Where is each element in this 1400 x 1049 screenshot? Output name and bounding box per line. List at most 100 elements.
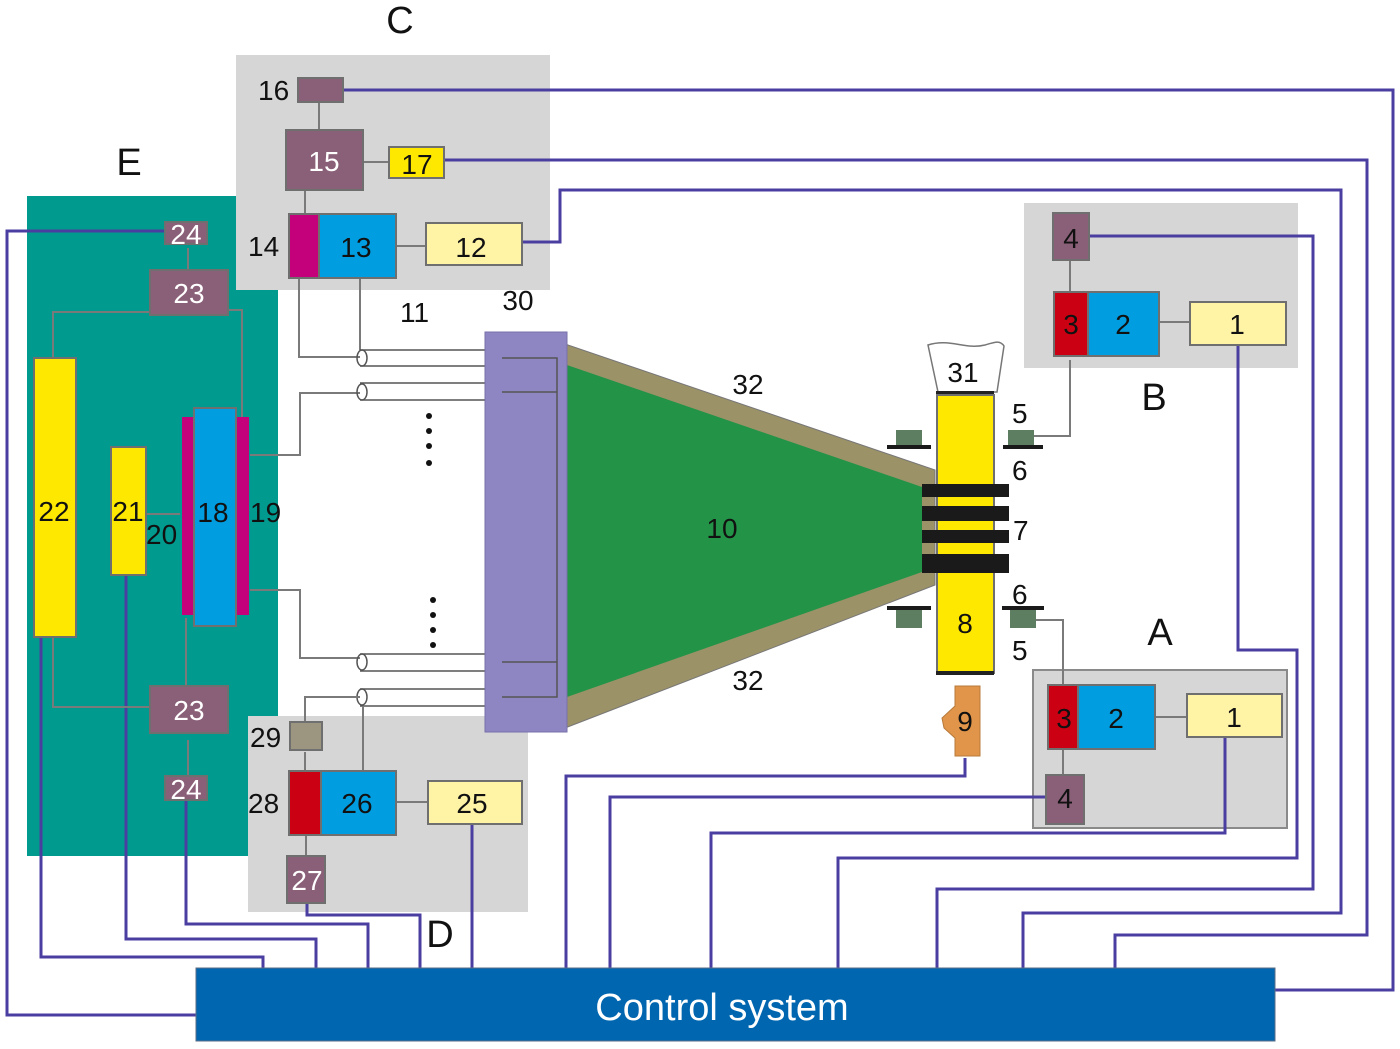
component-7-plate-2: [922, 506, 1009, 521]
label-4-b: 4: [1063, 223, 1079, 254]
label-12: 12: [455, 232, 486, 263]
component-26: [320, 770, 397, 836]
component-15: [285, 129, 364, 191]
wire-b1: [836, 345, 1299, 968]
component-5-sensor-br: [1010, 610, 1036, 628]
ellipsis-dot: [426, 428, 432, 434]
ellipsis-dot: [430, 642, 436, 648]
label-23-bottom: 23: [173, 695, 204, 726]
component-21: [110, 446, 147, 576]
label-3-a: 3: [1056, 703, 1072, 734]
ellipsis-dot: [430, 612, 436, 618]
label-19: 19: [250, 497, 281, 528]
label-8: 8: [957, 608, 973, 639]
component-20-electrode: [182, 417, 194, 615]
wire-a4: [608, 795, 1046, 968]
component-4-b: [1052, 212, 1090, 261]
label-1-b: 1: [1229, 309, 1245, 340]
component-27: [286, 855, 326, 904]
wire-b4: [935, 234, 1315, 968]
component-14: [288, 213, 320, 279]
component-2-b: [1087, 291, 1160, 357]
ellipsis-dot: [426, 460, 432, 466]
component-1-b: [1189, 301, 1287, 346]
component-18: [193, 407, 237, 627]
component-2-a: [1077, 684, 1156, 750]
label-15: 15: [308, 146, 339, 177]
component-8-edge: [936, 671, 994, 675]
component-24-top: [164, 221, 208, 245]
label-25: 25: [456, 788, 487, 819]
section-label-d: D: [426, 914, 453, 956]
ellipsis-dot: [430, 627, 436, 633]
label-5-bottom: 5: [1012, 635, 1028, 666]
component-3-a: [1047, 684, 1079, 750]
component-28: [288, 770, 322, 836]
section-label-b: B: [1141, 377, 1166, 419]
wire-22: [39, 637, 265, 968]
label-16: 16: [258, 75, 289, 106]
label-2-b: 2: [1115, 309, 1131, 340]
component-12: [425, 222, 523, 266]
label-21: 21: [112, 496, 143, 527]
label-14: 14: [248, 231, 279, 262]
component-6-base-bl: [887, 606, 931, 610]
label-4-a: 4: [1057, 783, 1073, 814]
label-28: 28: [248, 788, 279, 819]
component-6-base-tl: [887, 445, 931, 449]
component-30-block: [484, 331, 568, 733]
component-13: [318, 213, 397, 279]
transducer-assembly: 10 32 32 30: [484, 285, 936, 733]
label-26: 26: [341, 788, 372, 819]
section-c: 16 15 17 14 13 12: [248, 75, 523, 358]
label-22: 22: [38, 496, 69, 527]
control-wires: [5, 88, 1395, 1017]
label-23-top: 23: [173, 278, 204, 309]
label-11: 11: [400, 297, 429, 328]
component-23-top: [149, 269, 229, 316]
section-label-e: E: [116, 142, 141, 184]
control-system-box: [195, 967, 1276, 1042]
label-27: 27: [291, 865, 322, 896]
component-24-bottom: [164, 775, 208, 801]
label-32-bottom: 32: [732, 665, 763, 696]
label-20: 20: [146, 519, 177, 550]
component-7-plate-1: [922, 484, 1009, 497]
section-e: 24 23 22 21 20 18 19 23 24: [33, 219, 360, 805]
component-7-plate-3: [922, 530, 1009, 543]
component-6-base-br: [1002, 606, 1044, 610]
label-1-a: 1: [1226, 702, 1242, 733]
component-31-workpiece: [927, 341, 1005, 393]
ellipsis-dot: [426, 413, 432, 419]
wire-17: [444, 158, 1369, 968]
label-29: 29: [250, 722, 281, 753]
label-13: 13: [340, 232, 371, 263]
component-4-a: [1045, 774, 1085, 825]
component-6-base-tr: [1003, 445, 1043, 449]
section-b: 4 3 2 1: [1052, 212, 1287, 357]
wire-27: [305, 902, 422, 968]
wire-24-top: [5, 229, 196, 1017]
section-label-a: A: [1147, 612, 1173, 654]
label-3-b: 3: [1063, 309, 1079, 340]
section-label-c: C: [386, 0, 413, 42]
label-6-top: 6: [1012, 455, 1028, 486]
component-10-cone: [567, 365, 922, 697]
ellipsis-dot: [426, 443, 432, 449]
component-17: [388, 146, 445, 179]
wire-21: [124, 575, 318, 968]
label-24-top: 24: [170, 219, 201, 250]
stack-assembly: 31 8 7 5 6 6 5 9: [887, 341, 1071, 757]
component-9-sensor: [941, 685, 981, 757]
component-5-sensor-bl: [896, 610, 922, 628]
component-7-plate-4: [922, 554, 1009, 573]
label-2-a: 2: [1108, 703, 1124, 734]
component-19-electrode: [237, 417, 249, 615]
cable-bundle: 11: [356, 297, 503, 707]
component-23-bottom: [149, 685, 229, 734]
component-29: [289, 721, 323, 751]
label-18: 18: [197, 497, 228, 528]
component-16: [297, 77, 344, 103]
label-30: 30: [502, 285, 533, 316]
